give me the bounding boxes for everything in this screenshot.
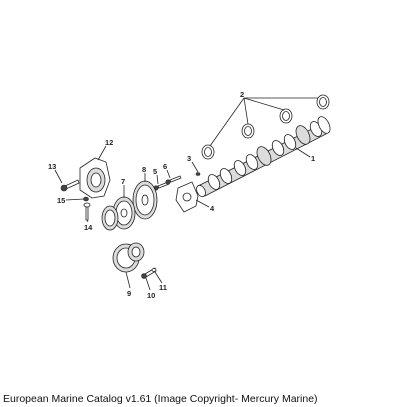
camshaft	[196, 116, 331, 198]
callout-10: 10	[147, 291, 155, 300]
woodruff-key	[195, 172, 201, 176]
callout-1: 1	[311, 154, 315, 163]
thrust-plate	[175, 181, 199, 213]
callout-11: 11	[159, 283, 167, 292]
callout-14: 14	[84, 223, 93, 232]
callout-2: 2	[240, 90, 244, 99]
camshaft-bearings	[201, 94, 330, 160]
callout-7: 7	[121, 177, 125, 186]
thrust-plate-bolts	[153, 175, 182, 191]
camshaft-gear	[132, 180, 158, 220]
image-caption: European Marine Catalog v1.61 (Image Cop…	[3, 393, 318, 405]
callout-6: 6	[163, 162, 167, 171]
crank-gear-bolt	[141, 267, 157, 279]
stud-and-washer	[83, 196, 91, 221]
callout-5: 5	[153, 167, 157, 176]
gear-housing	[79, 157, 111, 199]
callout-13: 13	[48, 162, 56, 171]
leader-lines	[54, 97, 318, 291]
callout-12: 12	[105, 138, 113, 147]
callout-3: 3	[187, 154, 191, 163]
intermediate-gear	[101, 196, 136, 231]
callout-8: 8	[142, 165, 146, 174]
crankshaft-gear	[112, 242, 145, 273]
callout-4: 4	[210, 204, 215, 213]
housing-screw	[60, 179, 80, 192]
callout-labels: 1 2 3 4 5 6 7 8 9 10 11 12 13 14 15	[48, 90, 315, 300]
callout-15: 15	[57, 196, 65, 205]
callout-9: 9	[127, 289, 131, 298]
